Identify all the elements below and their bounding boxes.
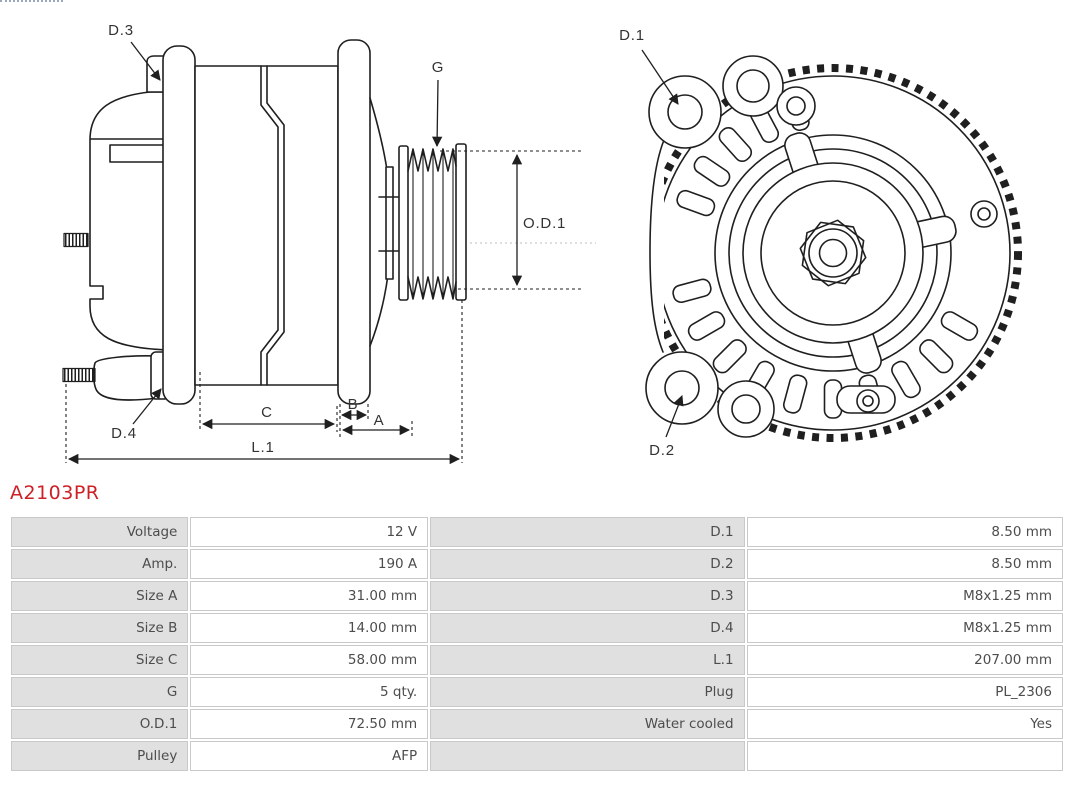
spec-value: 8.50 mm xyxy=(746,517,1063,547)
spec-value: 31.00 mm xyxy=(190,581,429,611)
d1-leader-line xyxy=(641,49,679,105)
table-row: Amp. 190 A D.2 8.50 mm xyxy=(11,549,1063,579)
front-view-diagram: D.1 D.2 xyxy=(619,27,1022,459)
mounting-plate-edge xyxy=(649,139,665,353)
spec-value xyxy=(746,741,1063,771)
g-leader-line xyxy=(431,79,443,148)
spec-label: D.3 xyxy=(430,581,745,611)
table-row: G 5 qty. Plug PL_2306 xyxy=(11,677,1063,707)
spec-label: Plug xyxy=(430,677,745,707)
rear-bracket xyxy=(162,45,196,405)
cropped-dotted-artifact xyxy=(0,0,63,2)
label-d2: D.2 xyxy=(649,442,675,459)
extension-lines xyxy=(65,150,584,463)
threaded-stud-bottom xyxy=(62,367,96,383)
spec-value: AFP xyxy=(190,741,429,771)
spec-value: 72.50 mm xyxy=(190,709,429,739)
label-l1: L.1 xyxy=(251,439,274,456)
spec-value: M8x1.25 mm xyxy=(746,581,1063,611)
spec-label: D.1 xyxy=(430,517,745,547)
spec-label: Pulley xyxy=(11,741,189,771)
spec-label: Voltage xyxy=(11,517,189,547)
spec-label: G xyxy=(11,677,189,707)
spec-table: Voltage 12 V D.1 8.50 mm Amp. 190 A D.2 … xyxy=(9,515,1065,773)
spec-value: M8x1.25 mm xyxy=(746,613,1063,643)
spec-label: D.2 xyxy=(430,549,745,579)
table-row: Voltage 12 V D.1 8.50 mm xyxy=(11,517,1063,547)
d2-leader-line xyxy=(665,395,684,438)
spec-label: Size C xyxy=(11,645,189,675)
spec-label: Water cooled xyxy=(430,709,745,739)
label-g: G xyxy=(432,59,444,76)
spec-label: O.D.1 xyxy=(11,709,189,739)
label-a: A xyxy=(374,412,385,429)
table-row: O.D.1 72.50 mm Water cooled Yes xyxy=(11,709,1063,739)
table-row: Size C 58.00 mm L.1 207.00 mm xyxy=(11,645,1063,675)
shaft-nut xyxy=(799,219,867,287)
spec-label: L.1 xyxy=(430,645,745,675)
label-d1: D.1 xyxy=(619,27,645,44)
label-d3: D.3 xyxy=(108,22,134,39)
d3-leader-line xyxy=(130,41,161,81)
rear-housing xyxy=(62,55,170,401)
spec-value: 14.00 mm xyxy=(190,613,429,643)
stator-body xyxy=(194,65,339,386)
spec-value: 5 qty. xyxy=(190,677,429,707)
spec-value: 207.00 mm xyxy=(746,645,1063,675)
part-number: A2103PR xyxy=(10,482,100,504)
spec-value: 190 A xyxy=(190,549,429,579)
mounting-ear-top xyxy=(648,55,816,149)
spec-label: Amp. xyxy=(11,549,189,579)
spec-value: PL_2306 xyxy=(746,677,1063,707)
vent-slots xyxy=(672,91,979,419)
spec-value: 12 V xyxy=(190,517,429,547)
side-tabs xyxy=(836,200,998,414)
pulley xyxy=(398,143,467,301)
shaft-nose xyxy=(369,97,401,347)
spec-value: 8.50 mm xyxy=(746,549,1063,579)
technical-drawings: D.3 G O.D.1 D.4 C B A L.1 xyxy=(62,22,1022,465)
spec-label: Size B xyxy=(11,613,189,643)
table-row: Size A 31.00 mm D.3 M8x1.25 mm xyxy=(11,581,1063,611)
front-bracket xyxy=(337,39,371,405)
pulley-hub xyxy=(742,162,924,344)
d4-leader-line xyxy=(132,388,162,425)
label-c: C xyxy=(261,404,273,421)
spec-label: D.4 xyxy=(430,613,745,643)
label-d4: D.4 xyxy=(111,425,137,442)
spec-label: Size A xyxy=(11,581,189,611)
table-row: Size B 14.00 mm D.4 M8x1.25 mm xyxy=(11,613,1063,643)
label-od1: O.D.1 xyxy=(523,215,566,232)
label-b: B xyxy=(348,396,359,413)
threaded-stud-top xyxy=(63,232,89,248)
spec-label xyxy=(430,741,745,771)
spec-value: 58.00 mm xyxy=(190,645,429,675)
table-row: Pulley AFP xyxy=(11,741,1063,771)
hole-d1 xyxy=(667,94,703,130)
spec-value: Yes xyxy=(746,709,1063,739)
side-view-diagram: D.3 G O.D.1 D.4 C B A L.1 xyxy=(62,22,596,465)
